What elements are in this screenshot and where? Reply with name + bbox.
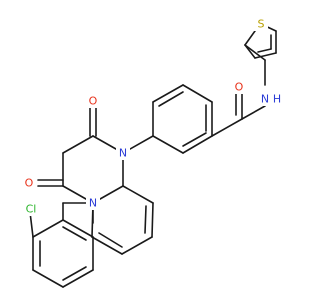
bond [158,91,184,107]
bond-layer [29,23,277,288]
molecule-drawing: O O O N N N H S Cl [20,17,282,288]
bond [254,52,277,59]
bond [241,105,266,120]
nitrogen-atom-n3: N [116,146,130,160]
bond [152,135,184,154]
atom-layer: O O O N N N H S Cl [20,17,281,216]
bond [121,236,153,255]
bond [152,84,184,103]
bond [151,202,154,238]
bond [62,269,94,288]
bond [144,205,147,234]
oxygen-atom-top: O [86,94,100,108]
bond [182,84,213,103]
oxygen-atom-lower: O [22,176,36,190]
bond [62,266,87,281]
structure-canvas: O O O N N N H S Cl [20,17,282,288]
sulfur-atom: S [254,17,268,31]
chlorine-atom: Cl [20,202,42,216]
oxygen-label: O [235,81,244,94]
bond [244,30,256,46]
bond [32,219,64,238]
oxygen-label: O [25,177,34,190]
hydrogen-label: H [273,93,281,106]
bond [62,135,94,154]
oxygen-atom-amide: O [232,80,246,94]
bond [257,48,272,53]
bond [32,269,64,288]
bond [182,132,207,147]
bond [244,44,256,59]
nitrogen-label: N [261,93,269,106]
bond [182,135,213,154]
bond [122,185,154,204]
bond [29,211,34,238]
bond [211,118,243,137]
bond [98,232,123,248]
bond [91,236,123,255]
bond [62,226,87,241]
sulfur-label: S [258,18,265,31]
nitrogen-atom-n1: N [86,196,100,210]
bond [244,44,266,61]
chlorine-label: Cl [26,203,37,216]
nitrogen-label: N [89,197,97,210]
nitrogen-atom-amide: N H [258,92,281,106]
nitrogen-label: N [119,147,127,160]
oxygen-label: O [89,95,98,108]
bond [62,219,94,238]
